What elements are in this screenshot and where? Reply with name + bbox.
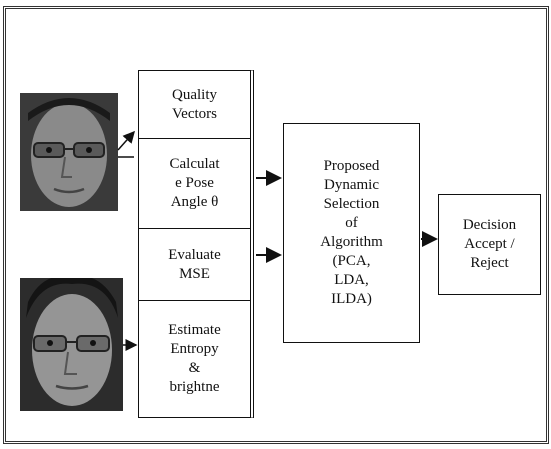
algorithm-selection-box: Proposed Dynamic Selection of Algorithm … [283,123,420,343]
entropy-brightness-box: Estimate Entropy & brightne [139,301,250,416]
evaluate-mse-label: Evaluate MSE [168,246,221,282]
pose-angle-box: Calculat e Pose Angle θ [139,139,250,229]
diagram-frame [3,6,549,444]
evaluate-mse-box: Evaluate MSE [139,229,250,301]
face-photo-top [20,93,118,211]
face-photo-bottom [20,278,123,411]
quality-vectors-label: Quality Vectors [172,86,217,122]
decision-box: Decision Accept / Reject [438,194,541,295]
face-photo-icon [20,93,118,211]
decision-label: Decision Accept / Reject [462,217,517,271]
pose-angle-label: Calculat e Pose Angle θ [169,156,220,210]
algorithm-selection-label: Proposed Dynamic Selection of Algorithm … [320,158,383,307]
quality-vectors-box: Quality Vectors [139,71,250,139]
entropy-brightness-label: Estimate Entropy & brightne [168,321,221,395]
input-column: Quality Vectors Calculat e Pose Angle θ … [138,70,254,418]
face-photo-icon [20,278,123,411]
